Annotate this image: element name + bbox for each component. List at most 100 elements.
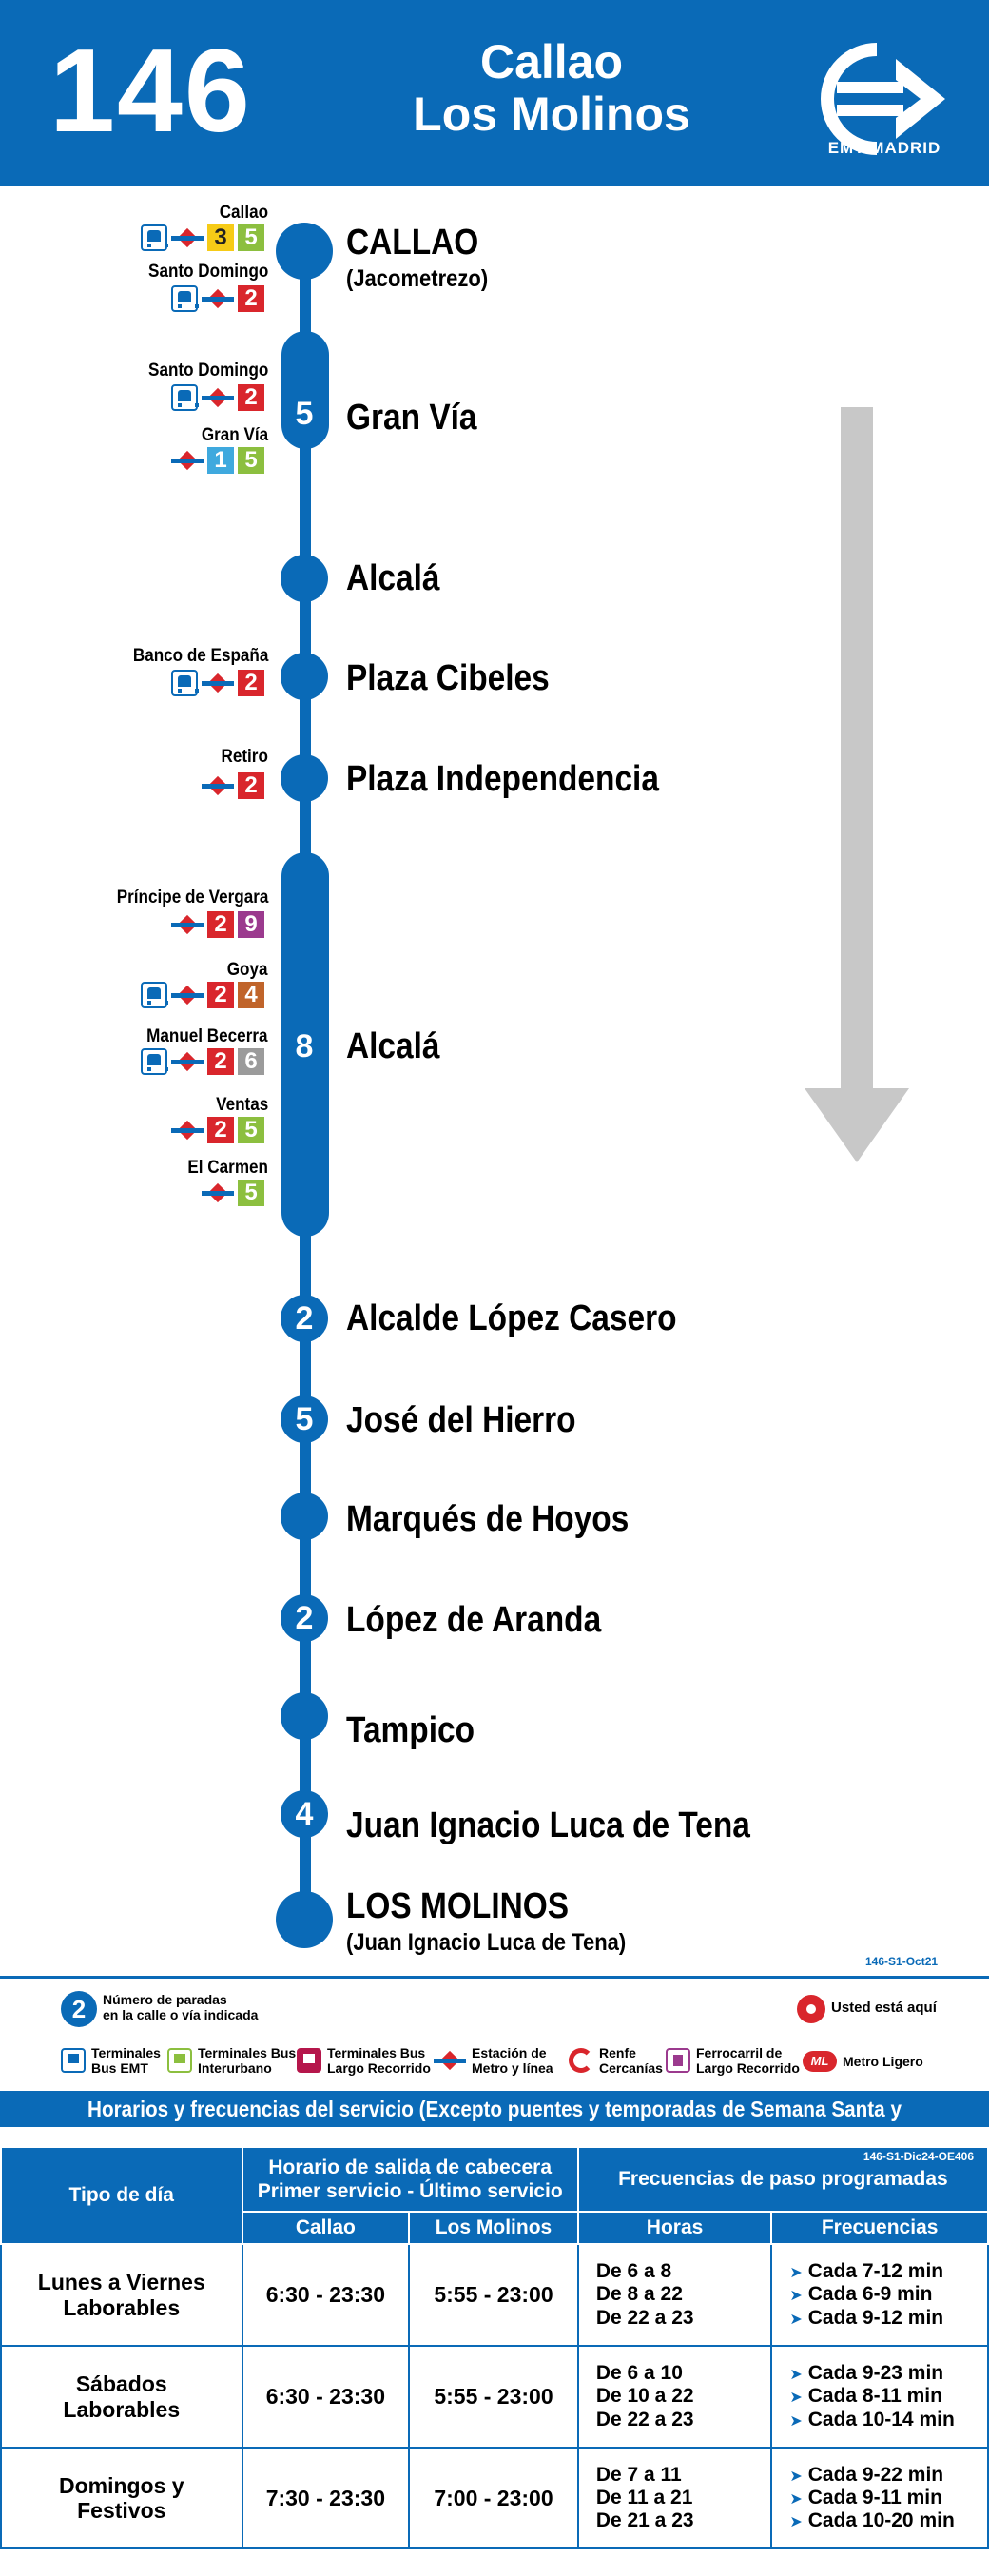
connection-icons: 2 [202, 772, 264, 799]
connection-name: Goya [227, 960, 268, 980]
metro-line-badge: 2 [207, 1048, 234, 1075]
stop-name: Tampico [346, 1710, 475, 1750]
metro-station-icon [202, 388, 234, 407]
stop-marker [281, 1594, 328, 1642]
stop-name: Alcalá [346, 558, 440, 598]
connection-name: Retiro [221, 747, 268, 767]
stop-name: José del Hierro [346, 1400, 576, 1440]
legend-label: Cercanías [599, 2060, 663, 2077]
arrow-icon: ➤ [789, 2367, 803, 2384]
molinos-times: 7:00 - 23:00 [408, 2447, 579, 2549]
arrow-icon: ➤ [789, 2265, 803, 2282]
legend-label: Terminales Bus [327, 2045, 426, 2060]
train-icon [666, 2048, 690, 2074]
connection-icons: 2 5 [171, 1117, 264, 1143]
metro-station-icon [202, 1183, 234, 1202]
metro-line-badge: 2 [207, 982, 234, 1008]
hour-range: De 6 a 10 [595, 2362, 683, 2385]
schedule-title: Horarios y frecuencias del servicio (Exc… [0, 2091, 989, 2157]
callao-times: 7:30 - 23:30 [241, 2447, 411, 2549]
frequency: Cada 8-11 min [807, 2385, 942, 2408]
legend-label: Metro y línea [472, 2060, 553, 2077]
callao-times: 6:30 - 23:30 [241, 2345, 411, 2449]
frequency: Cada 7-12 min [807, 2260, 944, 2283]
metro-station-icon [434, 2051, 466, 2070]
hour-range: De 10 a 22 [595, 2385, 694, 2408]
legend-metro-ligero: ML Metro Ligero [803, 2051, 923, 2072]
col-freq-group-label: Frecuencias de paso programadas [618, 2168, 948, 2191]
arrow-icon: ➤ [789, 2288, 803, 2305]
logo-text: EMT MADRID [827, 139, 941, 157]
stop-marker [281, 1790, 328, 1838]
legend-label: Largo Recorrido [327, 2060, 431, 2077]
schedule-title-text: Horarios y frecuencias del servicio (Exc… [87, 2097, 902, 2157]
bus-terminal-icon [141, 224, 168, 251]
divider [0, 1976, 989, 1979]
route-line-diagram [276, 223, 909, 1948]
hour-range: De 21 a 23 [595, 2509, 694, 2532]
terminal-stop-marker [276, 1891, 333, 1948]
freq-cell: ➤Cada 9-22 min➤Cada 9-11 min➤Cada 10-20 … [770, 2447, 989, 2549]
day-type-2: Laborables [63, 2294, 181, 2320]
col-frequencies: 146-S1-Dic24-OE406 Frecuencias de paso p… [576, 2146, 989, 2213]
arrow-icon: ➤ [789, 2412, 803, 2430]
stop-marker [281, 1692, 328, 1740]
long-distance-bus-icon [297, 2048, 321, 2074]
metro-line-badge: 2 [238, 285, 264, 312]
stop-marker [281, 852, 329, 1237]
stop-name: Gran Vía [346, 398, 477, 438]
legend-label: Ferrocarril de [696, 2045, 783, 2060]
day-type-1: Domingos y [58, 2472, 184, 2498]
connection-name: Príncipe de Vergara [116, 888, 268, 907]
you-are-here-icon [797, 1995, 825, 2023]
bus-terminal-icon [171, 670, 199, 696]
stop-count: 5 [295, 396, 314, 432]
terminal-stop-marker [276, 223, 333, 280]
frequency: Cada 10-20 min [807, 2509, 955, 2532]
legend-count-text-1: Número de paradas [103, 1992, 227, 2007]
connection-name: Santo Domingo [147, 262, 268, 282]
connection-icons: 5 [202, 1180, 264, 1206]
metro-station-icon [202, 289, 234, 308]
hour-range: De 8 a 22 [595, 2283, 683, 2306]
stop-marker [281, 1295, 328, 1342]
freq-cell: ➤Cada 7-12 min➤Cada 6-9 min➤Cada 9-12 mi… [770, 2243, 989, 2347]
stop-name: Juan Ignacio Luca de Tena [346, 1805, 750, 1845]
connection-name: Manuel Becerra [146, 1026, 268, 1046]
connection-icons: 1 5 [171, 447, 264, 474]
molinos-times: 5:55 - 23:00 [408, 2243, 579, 2347]
metro-ligero-icon: ML [803, 2051, 837, 2072]
bus-terminal-icon [61, 2048, 86, 2074]
direction-arrow-icon [805, 407, 909, 1162]
metro-line-badge: 1 [207, 447, 234, 474]
stop-marker [281, 1493, 328, 1540]
stop-count: 4 [295, 1796, 314, 1832]
bus-terminal-icon [141, 982, 168, 1008]
frequency: Cada 9-12 min [807, 2306, 944, 2329]
metro-line-badge: 2 [238, 670, 264, 696]
col-hours: Horas [576, 2211, 773, 2245]
metro-line-badge: 3 [207, 224, 234, 251]
stop-subtitle: (Juan Ignacio Luca de Tena) [346, 1929, 627, 1956]
connection-icons: 2 6 [141, 1048, 264, 1075]
connection-name: El Carmen [187, 1158, 268, 1178]
frequency: Cada 9-22 min [807, 2463, 944, 2486]
emt-logo-icon [821, 43, 945, 155]
connection-name: Gran Vía [201, 425, 268, 445]
stop-marker [281, 331, 329, 449]
day-type-2: Festivos [77, 2498, 166, 2523]
arrow-icon: ➤ [789, 2514, 803, 2531]
table-reference-code: 146-S1-Dic24-OE406 [863, 2150, 974, 2163]
frequency: Cada 9-23 min [807, 2362, 944, 2385]
metro-station-icon [171, 986, 204, 1005]
stop-subtitle: (Jacometrezo) [346, 265, 489, 292]
stop-name: Marqués de Hoyos [346, 1499, 630, 1539]
